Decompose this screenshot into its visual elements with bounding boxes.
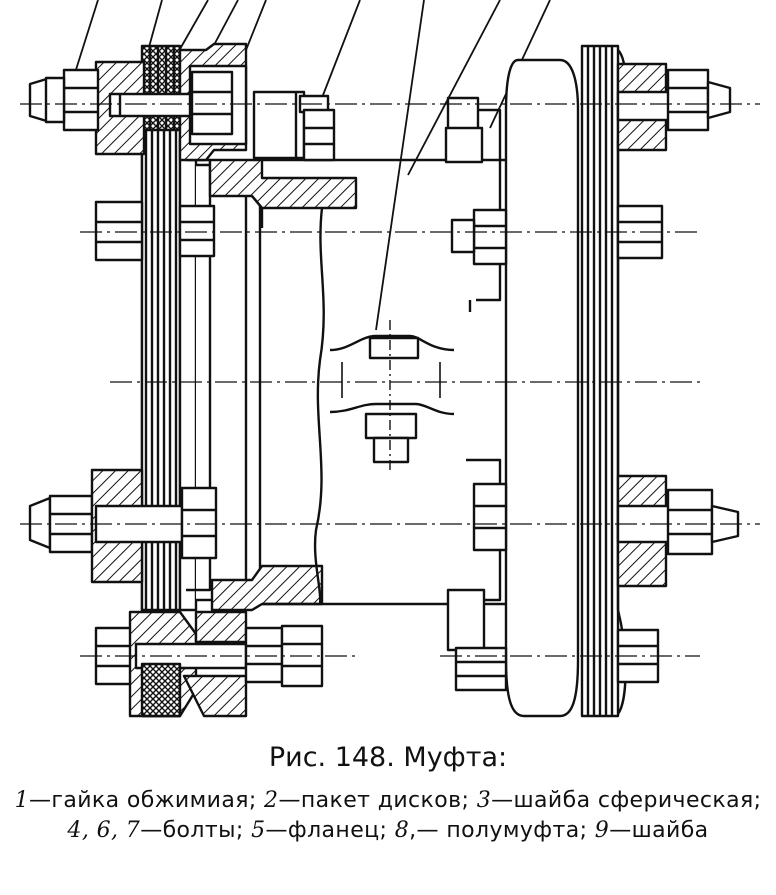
legend-item: 3—шайба сферическая; <box>476 788 762 813</box>
legend-item: 2—пакет дисков; <box>264 788 477 813</box>
bolt-left-bottom <box>94 610 324 718</box>
figure-caption: Рис. 148. Муфта: <box>268 742 508 773</box>
legend-item: 5—фланец; <box>251 818 395 843</box>
legend-item: 4, 6, 7—болты; <box>67 818 252 843</box>
bolt-left-upper <box>94 200 216 262</box>
coupling-drawing <box>20 0 760 718</box>
center-lines <box>20 103 760 657</box>
bolt-right-lower <box>472 474 740 588</box>
compression-nut <box>62 68 100 132</box>
legend-item: 8,— полумуфта; <box>394 818 595 843</box>
bolt-right-top <box>444 62 732 164</box>
legend-item: 9—шайба <box>594 818 709 843</box>
figure-legend: 1—гайка обжимиая; 2—пакет дисков; 3—шайб… <box>8 786 768 846</box>
right-half-coupling <box>444 44 740 718</box>
legend-item: 1—гайка обжимиая; <box>14 788 265 813</box>
hub-left-top <box>208 158 358 210</box>
